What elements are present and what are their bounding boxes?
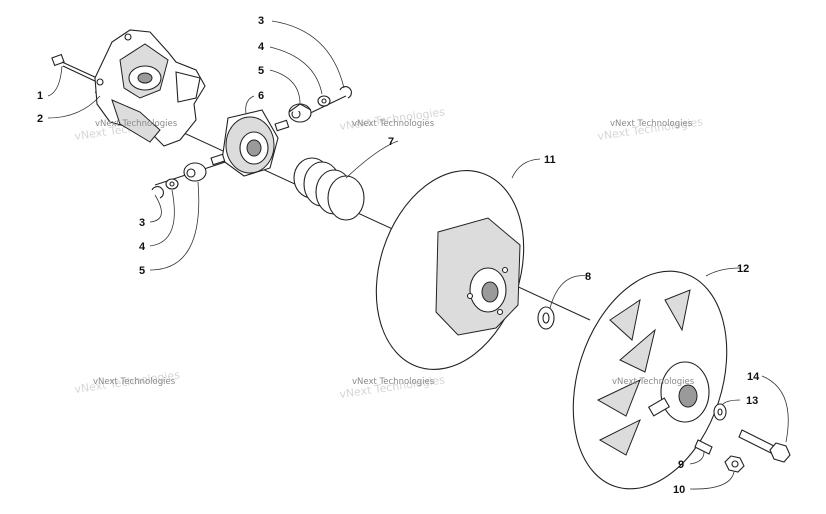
watermark-text-1: vNext Technologies (95, 119, 178, 129)
watermark-text-6: vNext Technologies (612, 377, 695, 387)
callout-4-lower: 4 (139, 241, 146, 253)
part-1-bolt (51, 53, 98, 83)
part-8-washer (537, 306, 555, 330)
part-3-clip-upper (339, 86, 352, 99)
callout-6: 6 (258, 90, 264, 102)
callouts: 1 2 3 4 5 6 7 3 4 5 11 12 8 13 14 9 10 (37, 15, 760, 496)
callout-1: 1 (37, 90, 43, 102)
part-10-nut (724, 455, 745, 473)
watermark-text-5: vNext Technologies (352, 377, 435, 387)
leader-lines (47, 20, 789, 490)
part-4-washer-upper (317, 95, 331, 107)
callout-10: 10 (673, 484, 685, 496)
part-5-roller-lower (183, 162, 207, 182)
part-5-roller-upper (288, 103, 312, 123)
callout-11: 11 (544, 154, 556, 166)
watermark-text-4: vNext Technologies (93, 377, 176, 387)
callout-5-lower: 5 (139, 265, 145, 277)
part-6-hub (210, 109, 290, 177)
part-7-spring (293, 157, 365, 221)
watermarks: vNext Technologies vNext Technologies vN… (93, 119, 695, 387)
callout-3-lower: 3 (139, 217, 145, 229)
part-3-clip-lower (151, 186, 164, 199)
callout-5-upper: 5 (258, 65, 264, 77)
part-13-washer (713, 403, 727, 421)
callout-12: 12 (737, 263, 749, 275)
callout-7: 7 (388, 136, 394, 148)
part-12-fan-sheave (572, 270, 728, 490)
callout-13: 13 (746, 395, 758, 407)
callout-9: 9 (678, 459, 684, 471)
part-4-washer-lower (165, 178, 179, 190)
part-9-stud (694, 439, 713, 455)
part-2-housing (94, 29, 206, 147)
callout-14: 14 (747, 371, 760, 383)
watermark-text-2: vNext Technologies (352, 119, 435, 129)
callout-8: 8 (585, 271, 591, 283)
callout-2: 2 (37, 113, 43, 125)
part-11-sheave (375, 170, 525, 370)
callout-4-upper: 4 (258, 41, 265, 53)
watermark-text-3: vNext Technologies (610, 119, 693, 129)
callout-3-upper: 3 (258, 15, 264, 27)
part-14-bolt (738, 429, 791, 463)
